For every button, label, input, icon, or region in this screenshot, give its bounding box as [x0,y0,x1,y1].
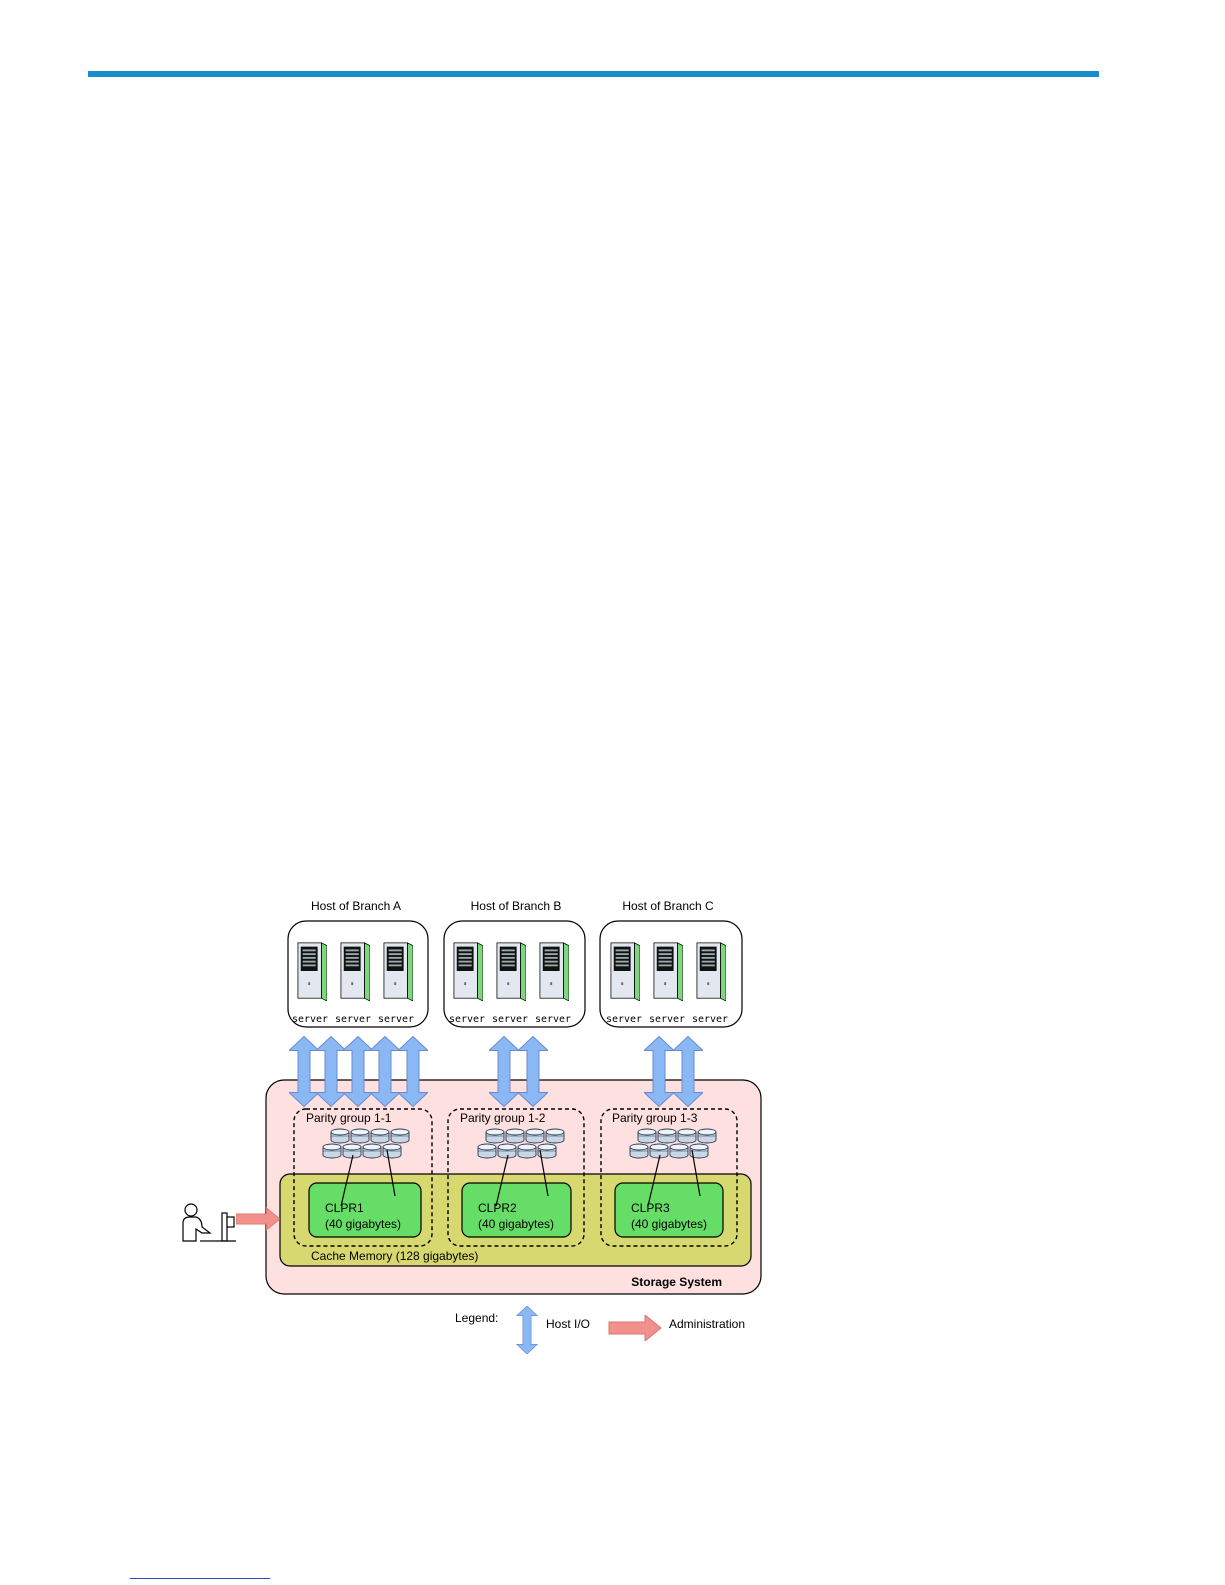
host-branch-b: Host of Branch B server server server [443,899,586,1028]
host-io-arrow [370,1036,400,1107]
disk-icon [517,1143,537,1159]
clpr-size: (40 gigabytes) [631,1217,707,1231]
parity-group-label: Parity group 1-1 [306,1111,392,1125]
disk-icon [497,1143,517,1159]
server-label: server [692,1014,728,1025]
legend-host-io-label: Host I/O [546,1317,590,1331]
host-io-arrow [316,1036,346,1107]
disk-icon [629,1143,649,1159]
server-label: server [649,1014,685,1025]
server-label: server [606,1014,642,1025]
server-label: server [378,1014,414,1025]
clpr-box [308,1182,422,1238]
disk-icon [382,1143,402,1159]
clpr-size: (40 gigabytes) [478,1217,554,1231]
server-icon [696,942,726,1001]
legend-administration-label: Administration [669,1317,745,1331]
disk-icon [477,1143,497,1159]
disk-icon [330,1128,350,1144]
host-io-arrow [489,1036,519,1107]
parity-group-box [293,1108,433,1247]
server-label: server [335,1014,371,1025]
legend-label: Legend: [455,1311,498,1325]
disk-icon [525,1128,545,1144]
parity-group-label: Parity group 1-3 [612,1111,698,1125]
parity-group-box [600,1108,738,1247]
server-label: server [449,1014,485,1025]
disk-icon [637,1128,657,1144]
server-label: server [292,1014,328,1025]
server-icon [383,942,413,1001]
footer-link-underline[interactable] [130,1578,270,1579]
server-icon [539,942,569,1001]
server-icon [453,942,483,1001]
host-title: Host of Branch A [311,899,401,913]
clpr-name: CLPR1 [325,1201,364,1215]
clpr-1: CLPR1 (40 gigabytes) [308,1182,422,1238]
server-icon [653,942,683,1001]
legend-host-io-arrow [516,1306,538,1354]
cache-memory-label: Cache Memory (128 gigabytes) [311,1249,478,1263]
disk-icon [362,1143,382,1159]
server-label: server [535,1014,571,1025]
server-label: server [492,1014,528,1025]
host-io-arrow [644,1036,674,1107]
disk-icon [390,1128,410,1144]
host-io-arrow [518,1036,548,1107]
host-title: Host of Branch B [471,899,562,913]
clpr-3: CLPR3 (40 gigabytes) [614,1182,724,1238]
clpr-box [614,1182,724,1238]
parity-group-label: Parity group 1-2 [460,1111,546,1125]
server-icon [610,942,640,1001]
disk-icon [342,1143,362,1159]
clpr-2: CLPR2 (40 gigabytes) [461,1182,572,1238]
clpr-name: CLPR2 [478,1201,517,1215]
disk-icon [545,1128,565,1144]
disk-clpr-connectors [340,1149,701,1207]
host-branch-a: Host of Branch A server server server [287,899,429,1028]
legend-administration-arrow [608,1315,662,1341]
clpr-size: (40 gigabytes) [325,1217,401,1231]
host-io-arrow [673,1036,703,1107]
parity-group-box [447,1108,585,1247]
host-title: Host of Branch C [622,899,714,913]
operator-icon [182,1203,236,1242]
clpr-box [461,1182,572,1238]
legend: Legend: Host I/O Administration [455,1306,745,1354]
disk-icon [505,1128,525,1144]
server-icon [340,942,370,1001]
host-io-arrow [289,1036,319,1107]
header-rule [88,71,1099,77]
disk-icon [322,1143,342,1159]
host-io-arrow [343,1036,373,1107]
disk-icon [370,1128,390,1144]
disk-icon [669,1143,689,1159]
disk-icon [697,1128,717,1144]
server-icon [297,942,327,1001]
server-icon [496,942,526,1001]
host-io-arrow [398,1036,428,1107]
disk-icon [649,1143,669,1159]
storage-system-label: Storage System [631,1275,722,1289]
clpr-name: CLPR3 [631,1201,670,1215]
disk-icon [677,1128,697,1144]
disk-icon [657,1128,677,1144]
disk-icon [350,1128,370,1144]
disk-icon [485,1128,505,1144]
host-branch-c: Host of Branch C server server server [599,899,743,1028]
